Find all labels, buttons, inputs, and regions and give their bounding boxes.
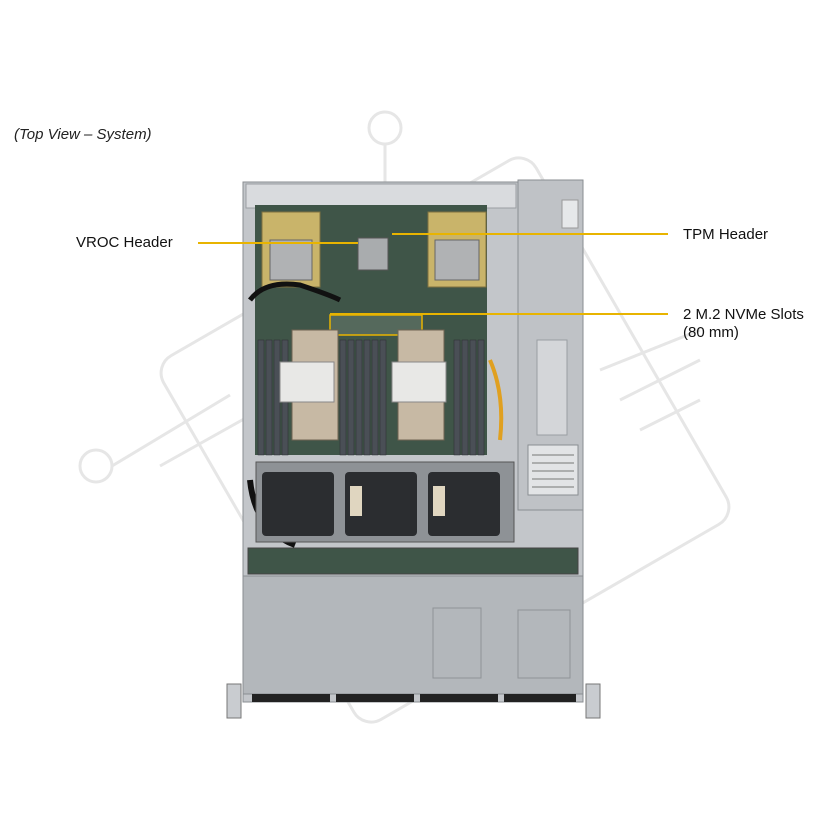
m2-slots-label: 2 M.2 NVMe Slots (80 mm): [683, 306, 804, 342]
m2-leader-line: [330, 313, 668, 315]
chassis: [226, 179, 601, 719]
vroc-leader-line: [198, 242, 358, 244]
tpm-leader-line: [392, 233, 668, 235]
vroc-header-label: VROC Header: [76, 234, 173, 251]
view-caption: (Top View – System): [14, 126, 152, 143]
m2-slots-label-line2: (80 mm): [683, 324, 739, 341]
tpm-header-label: TPM Header: [683, 226, 769, 243]
m2-slots-label-line1: 2 M.2 NVMe Slots: [683, 306, 804, 323]
